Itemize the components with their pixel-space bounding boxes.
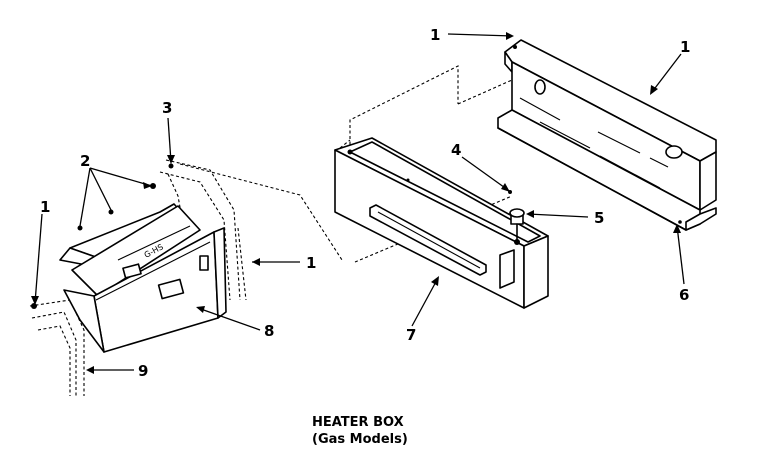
callout-9: 9 bbox=[138, 362, 148, 380]
top-mounting-bracket bbox=[497, 39, 717, 231]
screws-left-assembly bbox=[31, 163, 174, 309]
leader-lines bbox=[31, 32, 685, 374]
callout-4: 4 bbox=[451, 141, 461, 159]
callout-labels: 1 1 1 1 2 3 4 5 6 7 8 9 bbox=[40, 26, 690, 380]
callout-8: 8 bbox=[264, 322, 274, 340]
caption-subtitle: (Gas Models) bbox=[312, 432, 408, 447]
callout-1-mid: 1 bbox=[306, 254, 316, 272]
callout-6: 6 bbox=[679, 286, 689, 304]
callout-1-top: 1 bbox=[430, 26, 440, 44]
callout-7: 7 bbox=[406, 326, 416, 344]
caption-title: HEATER BOX bbox=[312, 415, 404, 430]
gas-valve-fitting bbox=[509, 208, 525, 245]
callout-5: 5 bbox=[594, 209, 604, 227]
callout-1-topright: 1 bbox=[680, 38, 690, 56]
heater-box-shell bbox=[59, 203, 227, 353]
callout-3: 3 bbox=[162, 99, 172, 117]
diagram-caption: HEATER BOX (Gas Models) bbox=[312, 415, 408, 447]
heater-box-front-panel bbox=[334, 137, 549, 309]
callout-1-left: 1 bbox=[40, 198, 50, 216]
callout-2: 2 bbox=[80, 152, 90, 170]
